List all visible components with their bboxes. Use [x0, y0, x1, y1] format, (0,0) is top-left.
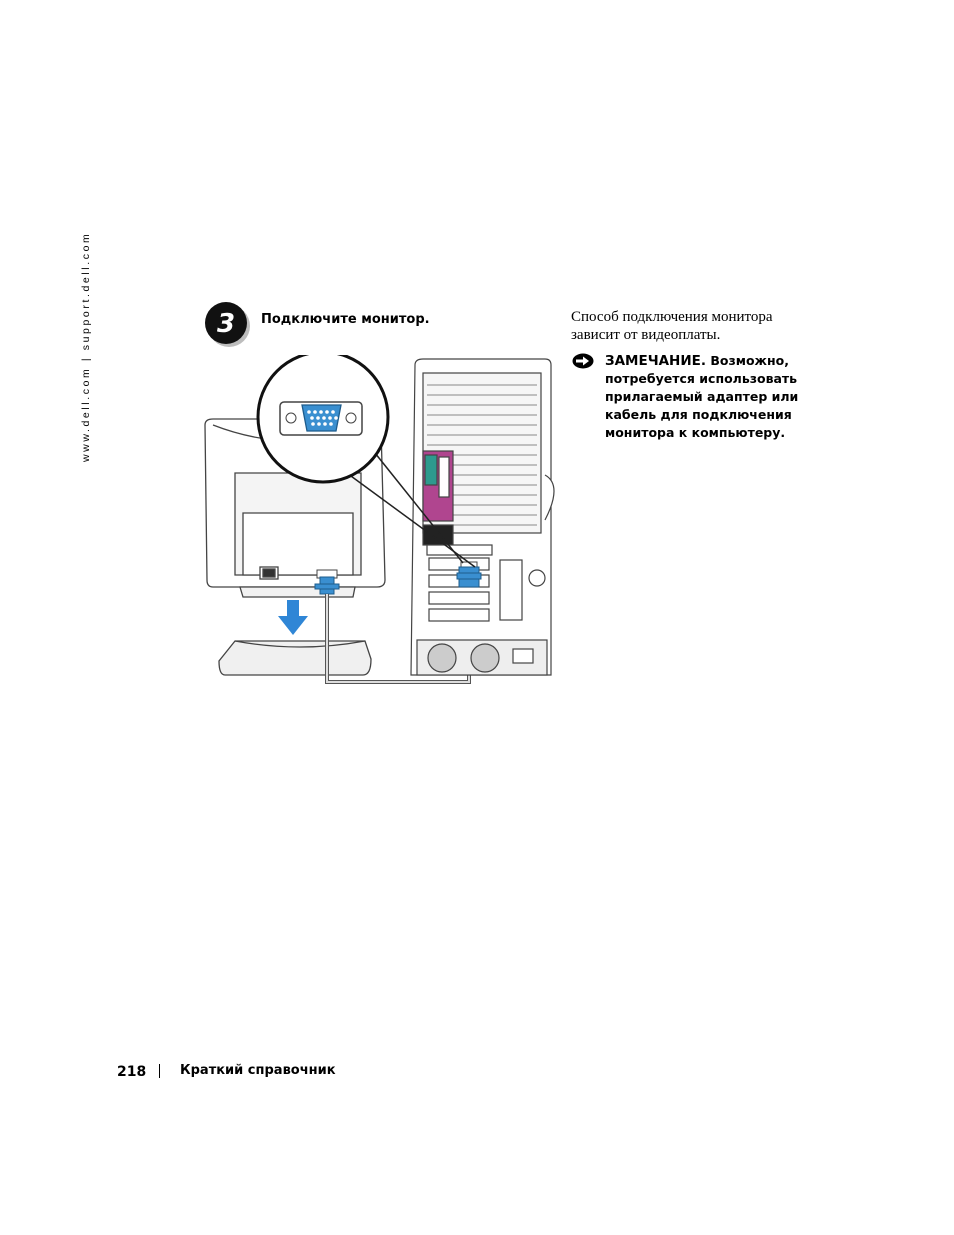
step-number-badge: 3 — [205, 302, 250, 347]
footer-title: Краткий справочник — [180, 1063, 336, 1078]
down-arrow-icon — [278, 600, 308, 635]
footer-separator — [159, 1064, 160, 1078]
monitor-stand — [218, 640, 372, 676]
computer-vga-plug-icon — [456, 561, 482, 588]
vga-port-zoom-circle — [256, 355, 390, 484]
notice-icon — [572, 353, 594, 369]
notice-text: ЗАМЕЧАНИЕ. Возможно, потребуется использ… — [605, 352, 805, 442]
computer-tower-rear — [410, 358, 555, 676]
monitor-connection-illustration — [204, 355, 555, 684]
sidebar-url: www.dell.com | support.dell.com — [80, 231, 92, 462]
step-number: 3 — [217, 309, 235, 339]
page-number: 218 — [117, 1064, 147, 1080]
step-title: Подключите монитор. — [261, 312, 430, 327]
connection-description: Способ подключения монитора зависит от в… — [571, 309, 773, 343]
notice-label: ЗАМЕЧАНИЕ. — [605, 353, 706, 369]
notice-body: Возможно, потребуется использовать прила… — [605, 353, 799, 440]
page-footer: 218 Краткий справочник — [117, 1061, 336, 1080]
